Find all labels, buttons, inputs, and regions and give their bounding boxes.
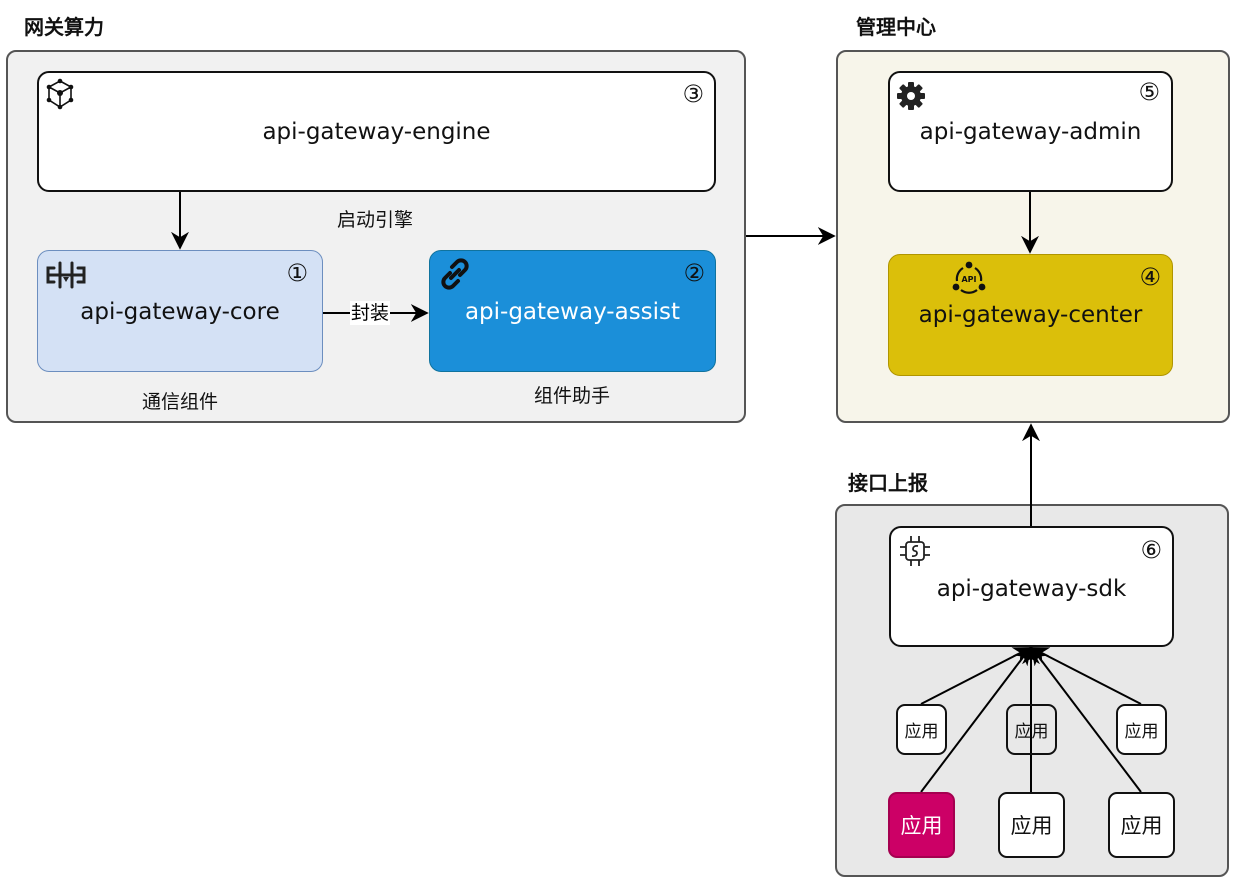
node-core[interactable]: ① api-gateway-core: [37, 250, 323, 372]
group-title-management: 管理中心: [856, 15, 936, 39]
app-big-2[interactable]: 应用: [998, 792, 1065, 858]
node-center-label: api-gateway-center: [918, 302, 1143, 328]
app-small-2[interactable]: 应用: [1006, 704, 1057, 755]
node-engine-label: api-gateway-engine: [262, 119, 491, 145]
node-core-label: api-gateway-core: [80, 299, 280, 325]
node-core-badge: ①: [286, 259, 308, 287]
chip-icon: [900, 536, 930, 566]
node-engine[interactable]: ③ api-gateway-engine: [37, 71, 716, 192]
caption-assist: 组件助手: [533, 385, 610, 407]
node-engine-badge: ③: [682, 80, 704, 108]
node-assist[interactable]: ② api-gateway-assist: [429, 250, 716, 372]
node-center[interactable]: API ④ api-gateway-center: [888, 254, 1173, 376]
node-assist-label: api-gateway-assist: [464, 299, 681, 325]
edge-label-encapsulate: 封装: [350, 301, 391, 325]
gear-icon: [897, 82, 925, 110]
node-assist-badge: ②: [683, 259, 705, 287]
app-small-1[interactable]: 应用: [896, 704, 947, 755]
group-title-compute: 网关算力: [24, 15, 104, 39]
app-big-accent[interactable]: 应用: [888, 792, 955, 858]
transfer-icon: [46, 261, 86, 289]
network-cube-icon: [46, 78, 74, 110]
link-icon: [441, 258, 469, 290]
caption-core: 通信组件: [141, 391, 218, 413]
node-sdk-badge: ⑥: [1140, 536, 1162, 564]
svg-text:API: API: [961, 275, 976, 284]
node-sdk-label: api-gateway-sdk: [936, 576, 1127, 602]
app-small-3[interactable]: 应用: [1116, 704, 1167, 755]
node-admin[interactable]: ⑤ api-gateway-admin: [888, 71, 1173, 192]
node-admin-badge: ⑤: [1138, 78, 1160, 106]
node-admin-label: api-gateway-admin: [919, 119, 1142, 145]
caption-engine: 启动引擎: [336, 209, 413, 231]
node-sdk[interactable]: ⑥ api-gateway-sdk: [889, 526, 1174, 647]
api-icon: API: [952, 261, 986, 294]
group-title-reporting: 接口上报: [848, 471, 928, 495]
node-center-badge: ④: [1139, 263, 1161, 291]
app-big-3[interactable]: 应用: [1108, 792, 1175, 858]
